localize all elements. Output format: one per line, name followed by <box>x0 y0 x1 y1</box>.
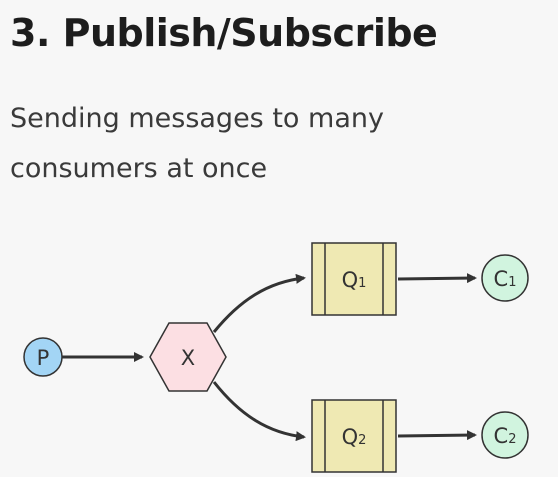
consumer-2-circle <box>481 411 529 459</box>
edge-queue-1-consumer-1 <box>397 273 477 284</box>
page-title: 3. Publish/Subscribe <box>10 11 438 55</box>
queue-1-label: Q1 <box>342 268 367 292</box>
queue-2-box <box>311 399 397 473</box>
queue-1-label-main: Q <box>342 268 359 292</box>
queue-2-label-sub: 2 <box>358 433 366 448</box>
queue-2-label: Q2 <box>342 425 367 449</box>
exchange-label: X <box>181 346 195 370</box>
queue-2-label-main: Q <box>342 425 359 449</box>
consumer-2-label-main: C <box>494 424 509 448</box>
queue-1-box <box>311 242 397 316</box>
edge-exchange-queue-2 <box>212 381 306 442</box>
consumer-1-label-main: C <box>494 267 509 291</box>
producer-label: P <box>37 346 50 370</box>
page-subtitle: Sending messages to many consumers at on… <box>10 103 384 184</box>
queue-1-label-sub: 1 <box>358 276 366 291</box>
consumer-1-node: C1 <box>481 254 529 302</box>
edge-exchange-queue-1 <box>212 273 306 333</box>
exchange-node: X <box>149 322 227 392</box>
producer-node: P <box>23 337 63 377</box>
consumer-1-label: C1 <box>494 267 517 291</box>
edges <box>62 273 477 442</box>
exchange-hexagon <box>149 322 227 392</box>
queue-2-node: Q2 <box>311 399 397 473</box>
pubsub-diagram: P X Q1 Q2 C1 C2 <box>23 242 529 473</box>
edge-queue-2-consumer-2 <box>397 430 477 441</box>
consumer-2-label-sub: 2 <box>508 432 516 447</box>
consumer-2-label: C2 <box>494 424 517 448</box>
consumer-1-label-sub: 1 <box>508 275 516 290</box>
consumer-1-circle <box>481 254 529 302</box>
queue-1-node: Q1 <box>311 242 397 316</box>
consumer-2-node: C2 <box>481 411 529 459</box>
producer-circle <box>23 337 63 377</box>
